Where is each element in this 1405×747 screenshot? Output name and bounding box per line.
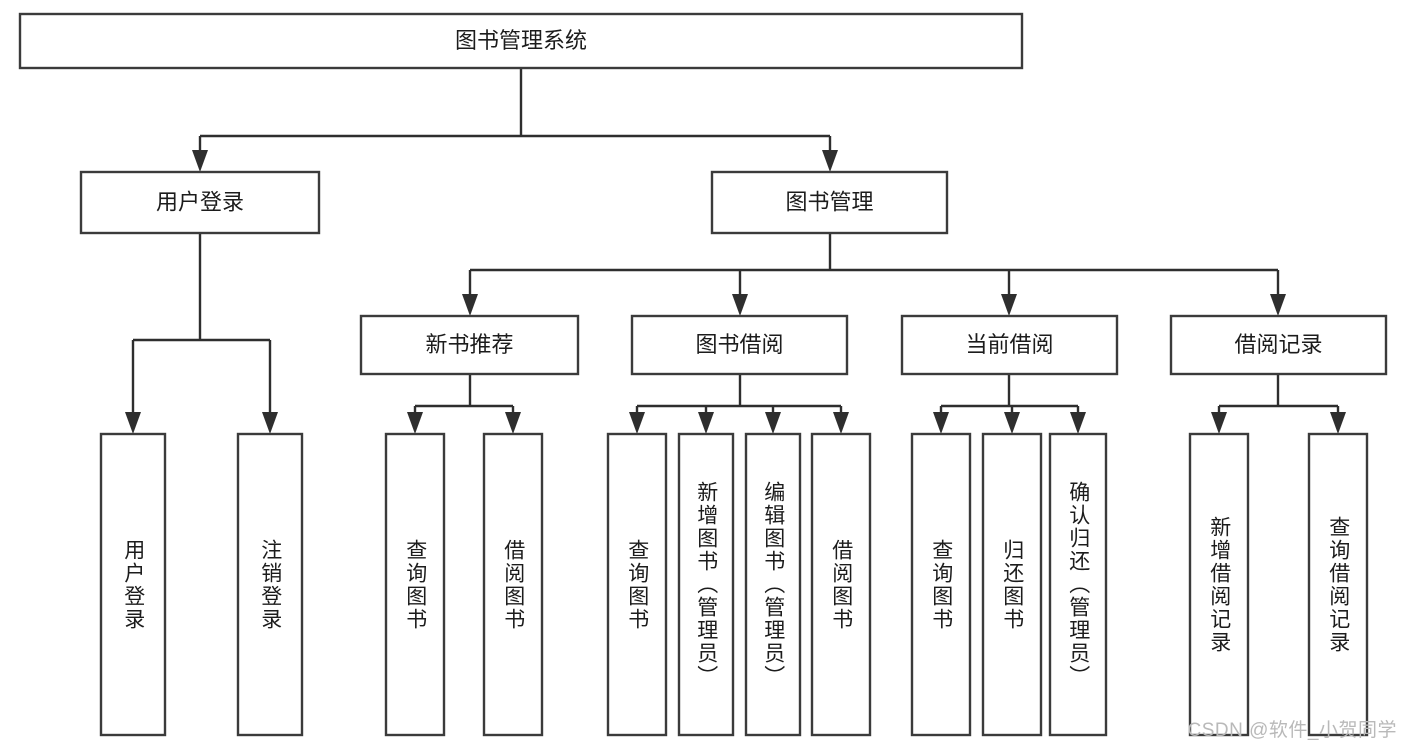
borrow-arrow-3 (833, 412, 849, 434)
csdn-watermark: CSDN @软件_小贺同学 (1187, 720, 1397, 741)
node-l3-2-当前借阅[interactable] (900, 314, 1119, 376)
record-arrow-0 (1211, 412, 1227, 434)
node-leaf-10-确认归还管理员[interactable] (1048, 432, 1108, 737)
node-leaf-5-新增图书管理员[interactable] (677, 432, 735, 737)
boxes-layer (18, 12, 1388, 737)
borrow-arrow-1 (698, 412, 714, 434)
borrow-arrow-0 (629, 412, 645, 434)
manage-arrow-3 (1270, 294, 1286, 316)
root-arrow-1 (822, 150, 838, 172)
node-l2-0-用户登录[interactable] (79, 170, 321, 235)
current-arrow-1 (1004, 412, 1020, 434)
node-l3-2-当前借阅-label: 当前借阅 (965, 332, 1053, 357)
node-leaf-7-借阅图书[interactable] (810, 432, 872, 737)
record-arrow-1 (1330, 412, 1346, 434)
node-l2-1-图书管理-label: 图书管理 (785, 189, 873, 214)
node-leaf-3-借阅图书[interactable] (482, 432, 544, 737)
edges-layer (125, 68, 1346, 434)
node-l2-0-用户登录-label: 用户登录 (156, 189, 244, 214)
node-leaf-2-查询图书[interactable] (384, 432, 446, 737)
node-l3-0-新书推荐-label: 新书推荐 (425, 332, 513, 357)
node-leaf-4-查询图书[interactable] (606, 432, 668, 737)
recommend-arrow-0 (407, 412, 423, 434)
node-l3-1-图书借阅[interactable] (630, 314, 849, 376)
root-arrow-0 (192, 150, 208, 172)
node-l3-0-新书推荐[interactable] (359, 314, 580, 376)
recommend-arrow-1 (505, 412, 521, 434)
node-l3-3-借阅记录[interactable] (1169, 314, 1388, 376)
node-leaf-0-用户登录[interactable] (99, 432, 167, 737)
manage-arrow-0 (462, 294, 478, 316)
current-arrow-0 (933, 412, 949, 434)
node-leaf-6-编辑图书管理员[interactable] (744, 432, 802, 737)
node-leaf-11-新增借阅记录[interactable] (1188, 432, 1250, 737)
node-leaf-1-注销登录[interactable] (236, 432, 304, 737)
current-arrow-2 (1070, 412, 1086, 434)
node-leaf-9-归还图书[interactable] (981, 432, 1043, 737)
login-arrow-0 (125, 412, 141, 434)
node-l3-1-图书借阅-label: 图书借阅 (695, 332, 783, 357)
manage-arrow-2 (1001, 294, 1017, 316)
node-root-0-图书管理系统-label: 图书管理系统 (455, 28, 587, 53)
manage-arrow-1 (732, 294, 748, 316)
node-leaf-12-查询借阅记录[interactable] (1307, 432, 1369, 737)
node-root-0-图书管理系统[interactable] (18, 12, 1024, 70)
node-l2-1-图书管理[interactable] (710, 170, 949, 235)
node-leaf-8-查询图书[interactable] (910, 432, 972, 737)
node-l3-3-借阅记录-label: 借阅记录 (1234, 332, 1322, 357)
borrow-arrow-2 (765, 412, 781, 434)
login-arrow-1 (262, 412, 278, 434)
